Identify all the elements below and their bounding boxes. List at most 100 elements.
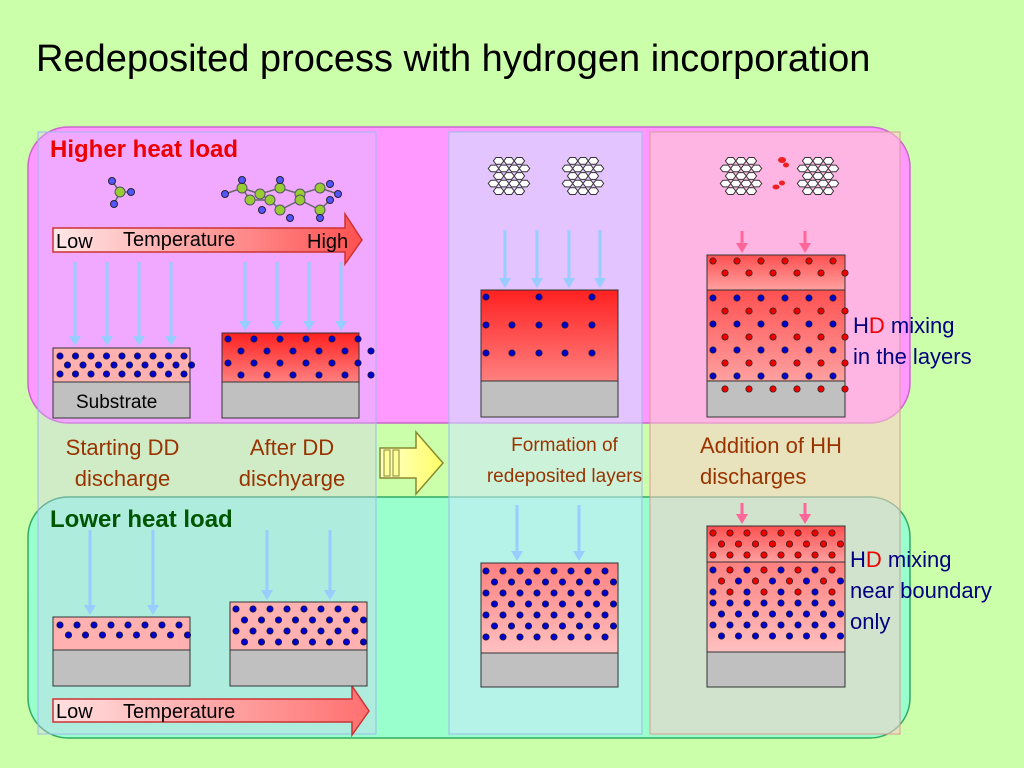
deuterium-dot <box>266 627 274 635</box>
deuterium-dot <box>110 361 118 369</box>
ion-arrow-icon <box>324 530 336 600</box>
deuterium-dot <box>107 621 115 629</box>
deuterium-dot <box>836 610 845 618</box>
deuterium-dot <box>300 627 308 635</box>
deuterium-dot <box>768 610 777 618</box>
deuterium-dot <box>743 588 751 596</box>
deuterium-dot <box>805 294 813 302</box>
hydrogen-dot <box>769 269 777 277</box>
deuterium-dot <box>709 621 717 629</box>
deuterium-dot <box>63 361 72 369</box>
deuterium-dot <box>490 622 499 630</box>
deuterium-dot <box>781 294 789 302</box>
deuterium-dot <box>263 347 271 355</box>
deuterium-dot <box>541 600 550 608</box>
deuterium-dot <box>588 321 596 329</box>
deuterium-dot <box>751 610 760 618</box>
ion-arrow-icon <box>84 530 96 615</box>
hydrogen-dot <box>760 588 768 596</box>
deuterium-dot <box>609 622 618 630</box>
ion-arrow-icon <box>573 505 585 561</box>
hydrogen-dot <box>777 529 785 537</box>
deuterium-dot <box>805 346 813 354</box>
caption-after-dd-line2: dischyarge <box>238 466 346 491</box>
deuterium-dot <box>240 616 249 624</box>
deuterium-dot <box>342 616 351 624</box>
deuterium-dot <box>354 335 362 343</box>
hydrogen-dot <box>745 269 753 277</box>
substrate-start-high <box>52 381 191 419</box>
deuterium-dot <box>507 578 516 586</box>
deuterium-dot <box>291 638 300 646</box>
hydrogen-dot <box>841 359 849 367</box>
temp-low-label-high: Low <box>56 231 93 253</box>
temp-word-label-high: Temperature <box>123 229 236 251</box>
hd-mixing-note-high: HD mixing in the layers <box>853 310 972 372</box>
deuterium-dot <box>98 631 107 639</box>
deuterium-dot <box>601 633 609 641</box>
deuterium-dot <box>124 621 132 629</box>
ion-arrow-icon <box>303 262 315 331</box>
deuterium-dot <box>802 632 811 640</box>
deuterium-dot <box>609 578 618 586</box>
deuterium-dot <box>149 352 157 360</box>
deuterium-dot <box>785 610 794 618</box>
graphite-cluster-icon <box>796 157 840 195</box>
deuterium-dot <box>524 600 533 608</box>
deuterium-dot <box>819 610 828 618</box>
deuterium-dot <box>743 566 751 574</box>
graphite-cluster-icons <box>487 157 840 195</box>
deuterium-dot <box>102 352 111 360</box>
substrate-after-low <box>229 649 368 687</box>
ion-arrow-icon <box>133 262 145 346</box>
deuterium-dot <box>733 372 741 380</box>
slide-title: Redeposited process with hydrogen incorp… <box>36 38 871 80</box>
deuterium-dot <box>757 320 765 328</box>
deuterium-dot <box>328 359 336 367</box>
deuterium-dot <box>283 627 291 635</box>
hydrogen-dot <box>829 257 837 265</box>
deuterium-dot <box>240 638 249 646</box>
deuterium-dot <box>266 605 274 613</box>
deuterium-dot <box>709 346 717 354</box>
deuterium-dot <box>180 352 188 360</box>
deuterium-dot <box>836 577 845 585</box>
ion-arrow-icon <box>736 503 748 524</box>
deuterium-dot <box>250 335 258 343</box>
deuterium-dot <box>533 567 541 575</box>
temp-word-label-low: Temperature <box>123 701 236 723</box>
deuterium-dot <box>588 293 596 301</box>
hydrogen-dot <box>828 529 836 537</box>
ion-arrow-icon <box>335 262 347 331</box>
deuterium-dot <box>828 599 836 607</box>
caption-addition-hh-line2: discharges <box>700 464 807 489</box>
hydrogen-dot <box>841 385 849 393</box>
deuterium-dot <box>760 599 768 607</box>
deuterium-dot <box>274 638 283 646</box>
deuterium-dot <box>250 359 258 367</box>
deuterium-dot <box>132 631 141 639</box>
hydrogen-dot <box>721 359 729 367</box>
deuterium-dot <box>172 361 180 369</box>
deuterium-dot <box>584 633 592 641</box>
hydrogen-dot <box>721 269 729 277</box>
graphite-cluster-icon <box>487 157 531 195</box>
deuterium-dot <box>592 578 601 586</box>
hydrogen-dot <box>733 257 741 265</box>
deuterium-dot <box>359 616 368 624</box>
substrate-hh-low <box>706 651 846 688</box>
ion-arrow-icon <box>594 230 606 288</box>
hydrogen-dot <box>781 257 789 265</box>
deuterium-dot <box>709 372 717 380</box>
deuterium-dot <box>508 321 516 329</box>
hydrogen-dot <box>794 529 802 537</box>
deuterium-dot <box>811 599 819 607</box>
substrate-after-high <box>221 381 360 419</box>
deuterium-dot <box>743 599 751 607</box>
hydrogen-dot <box>785 577 794 585</box>
deuterium-dot <box>232 627 240 635</box>
ion-arrow-icon <box>799 503 811 524</box>
deuterium-dot <box>125 361 134 369</box>
hydrogen-dot <box>745 385 753 393</box>
deuterium-dot <box>550 633 558 641</box>
